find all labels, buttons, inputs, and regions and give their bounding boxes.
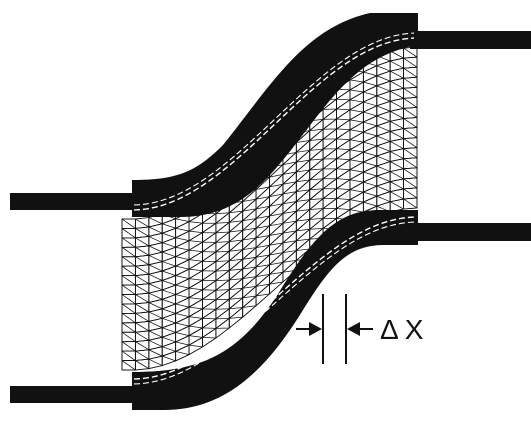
mesh-row-line bbox=[121, 107, 418, 276]
mesh-row-line bbox=[121, 66, 418, 239]
boundary-layers bbox=[133, 32, 415, 385]
boundary-dash-line bbox=[133, 32, 415, 206]
triangular-mesh bbox=[121, 46, 418, 371]
upper-right-pipe bbox=[410, 31, 531, 49]
delta-x-label: ΔX bbox=[380, 314, 429, 345]
upper-left-pipe bbox=[10, 193, 132, 210]
arrow-right-icon bbox=[309, 322, 322, 336]
mesh-row-line bbox=[121, 127, 418, 295]
mesh-row-line bbox=[121, 96, 418, 267]
mesh-row-line bbox=[121, 137, 418, 305]
mesh-row-line bbox=[121, 177, 418, 343]
mesh-row-line bbox=[121, 167, 418, 333]
mesh-row-line bbox=[121, 46, 418, 220]
mesh-row-line bbox=[121, 197, 418, 361]
mesh-row-line bbox=[121, 157, 418, 324]
mesh-row-line bbox=[121, 76, 418, 248]
lower-left-pipe bbox=[10, 386, 132, 403]
lower-curved-wall bbox=[132, 210, 418, 410]
mesh-row-line bbox=[121, 187, 418, 352]
mesh-row-line bbox=[121, 207, 418, 371]
arrow-left-icon bbox=[347, 322, 360, 336]
boundary-dash-line bbox=[133, 37, 415, 211]
mesh-row-line bbox=[121, 56, 418, 229]
mesh-row-line bbox=[121, 147, 418, 314]
boundary-dash-line bbox=[133, 216, 415, 380]
mesh-row-line bbox=[121, 117, 418, 286]
mesh-row-line bbox=[121, 86, 418, 258]
lower-right-pipe bbox=[410, 223, 531, 241]
delta-x-annotation: ΔX bbox=[296, 294, 429, 364]
boundary-dash-line bbox=[133, 221, 415, 385]
